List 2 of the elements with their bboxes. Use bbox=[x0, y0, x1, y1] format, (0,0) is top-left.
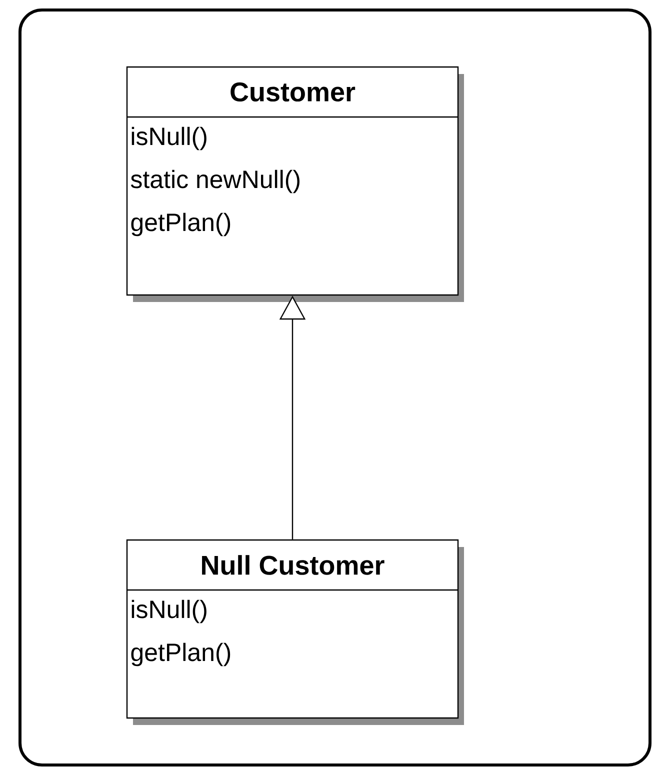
class-box: Customer isNull() static newNull() getPlan() bbox=[126, 66, 464, 302]
class-box: Null Customer isNull() getPlan() bbox=[126, 539, 464, 725]
